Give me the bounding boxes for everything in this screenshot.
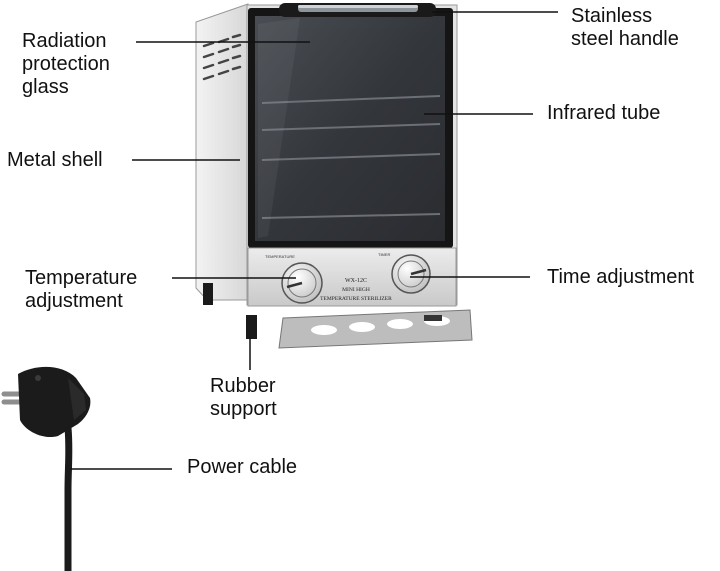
power-plug [1,366,91,438]
timer-caption: TIMER [378,252,391,257]
label-metal-shell: Metal shell [7,149,103,171]
label-power-cable: Power cable [187,456,298,478]
label-rubber-support: Rubber support [210,375,277,420]
leader-lines [70,11,558,470]
side-vents [202,33,242,81]
panel-line-1: MINI HIGH [342,287,370,293]
temperature-caption: TEMPERATURE [265,254,295,259]
label-infrared-tube: Infrared tube [547,102,661,124]
label-radiation-protection-glass: Radiation protection glass [22,30,110,98]
rubber-support-front [246,315,257,339]
label-temperature-adjustment: Temperature adjustment [25,267,138,312]
time-knob [391,254,431,294]
metal-shell-side [195,3,249,301]
label-time-adjustment: Time adjustment [547,266,695,288]
drawer-tray [278,309,473,349]
rubber-support-back [203,283,213,305]
model-text: WX-12C [345,278,367,284]
temperature-knob [281,262,323,304]
power-cable [64,427,73,571]
label-stainless-steel-handle: Stainless steel handle [571,5,679,50]
panel-line-2: TEMPERATURE STERILIZER [320,296,392,302]
infrared-tubes [261,95,441,219]
steel-handle [279,3,436,17]
